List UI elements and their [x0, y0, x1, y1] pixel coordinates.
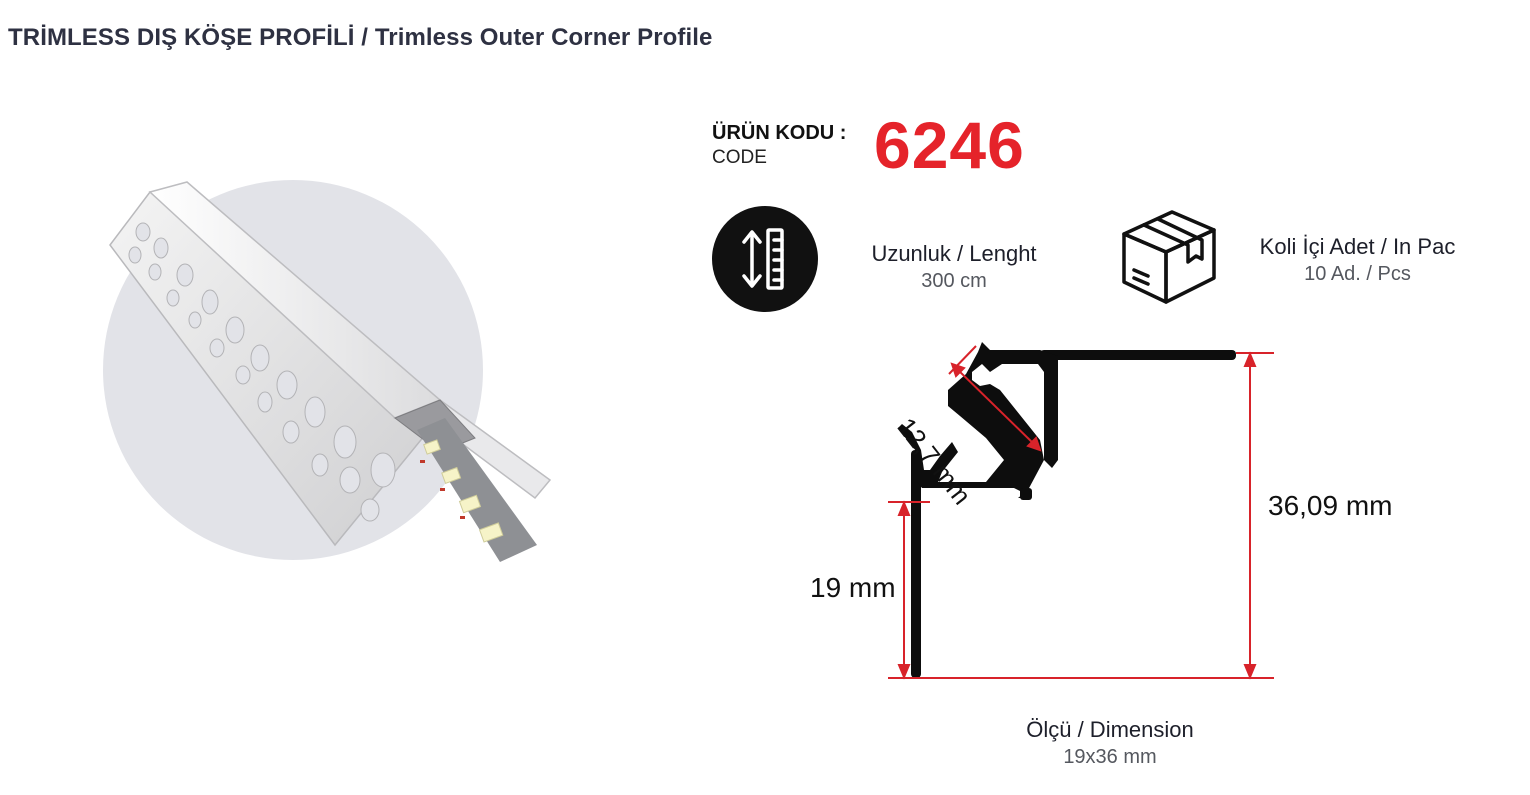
led-chip	[458, 494, 482, 514]
profile-hole	[360, 498, 380, 522]
spec-dimension-value: 19x36 mm	[1063, 746, 1157, 768]
spec-dimension: Ölçü / Dimension 19x36 mm	[990, 716, 1230, 770]
spec-package: Koli İçi Adet / In Pac 10 Ad. / Pcs	[1240, 233, 1475, 287]
profile-hole	[235, 365, 251, 385]
profile-body	[898, 342, 1058, 498]
spec-length-value: 300 cm	[921, 270, 987, 292]
profile-hole	[209, 338, 225, 358]
profile-hole	[276, 370, 298, 400]
profile-side-flange	[911, 450, 921, 678]
product-image	[95, 180, 565, 580]
profile-hole	[135, 222, 151, 242]
spec-length: Uzunluk / Lenght 300 cm	[850, 240, 1058, 294]
spec-package-title: Koli İçi Adet / In Pac	[1259, 234, 1456, 259]
page-title: TRİMLESS DIŞ KÖŞE PROFİLİ / Trimless Out…	[8, 24, 713, 51]
profile-bottom-rib	[1020, 488, 1032, 500]
profile-hole	[176, 263, 194, 287]
dimension-drawing	[790, 320, 1310, 700]
dimension-flange-height: 19 mm	[810, 572, 896, 603]
profile-hole	[257, 391, 273, 413]
profile-hole	[250, 344, 270, 372]
profile-top-flange	[1040, 350, 1236, 360]
product-code-value: 6246	[874, 108, 1025, 182]
profile-hole	[128, 246, 142, 264]
led-strip	[417, 418, 537, 562]
code-sublabel: CODE	[712, 147, 767, 168]
profile-hole	[311, 453, 329, 477]
spec-package-value: 10 Ad. / Pcs	[1304, 263, 1411, 285]
profile-hole	[339, 466, 361, 494]
led-chip	[441, 466, 462, 485]
profile-hole	[282, 420, 300, 444]
dim-line-127	[955, 367, 1037, 447]
led-chip	[478, 522, 504, 543]
ruler-icon	[712, 206, 818, 312]
led-resistor	[460, 516, 465, 519]
led-resistor	[440, 488, 445, 491]
product-code-label: ÜRÜN KODU : CODE	[712, 120, 846, 170]
dimension-total-height: 36,09 mm	[1268, 490, 1393, 521]
profile-hole	[225, 316, 245, 344]
box-icon	[1118, 206, 1220, 310]
profile-hole	[201, 289, 219, 315]
spec-dimension-title: Ölçü / Dimension	[1026, 717, 1194, 742]
profile-hole	[166, 289, 180, 307]
profile-hole	[304, 396, 326, 428]
profile-hole	[188, 311, 202, 329]
spec-length-title: Uzunluk / Lenght	[871, 241, 1037, 266]
led-chip	[423, 439, 441, 455]
profile-hole	[153, 237, 169, 259]
profile-hole	[333, 425, 357, 459]
profile-hole	[370, 452, 396, 488]
led-resistor	[420, 460, 425, 463]
code-label: ÜRÜN KODU :	[712, 122, 847, 144]
profile-hole	[148, 263, 162, 281]
